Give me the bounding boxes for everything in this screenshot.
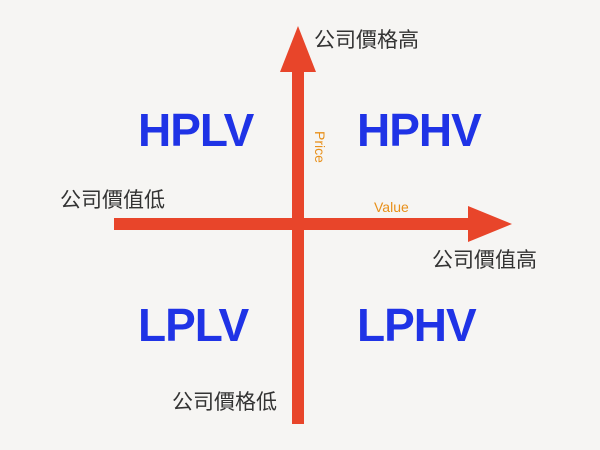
value-axis-name: Value [374, 199, 409, 215]
quadrant-bottom-right: LPHV [357, 299, 477, 351]
quadrant-top-right: HPHV [357, 104, 482, 156]
price-axis-name: Price [311, 131, 328, 163]
horizontal-axis-arrowhead [468, 206, 512, 242]
value-low-label: 公司價值低 [60, 188, 165, 212]
quadrant-top-left: HPLV [138, 104, 254, 156]
price-low-label: 公司價格低 [172, 390, 277, 414]
value-high-label: 公司價值高 [432, 248, 537, 272]
price-high-label: 公司價格高 [314, 28, 419, 52]
quadrant-bottom-left: LPLV [138, 299, 249, 351]
vertical-axis-line [292, 62, 304, 424]
vertical-axis-arrowhead [280, 26, 316, 72]
